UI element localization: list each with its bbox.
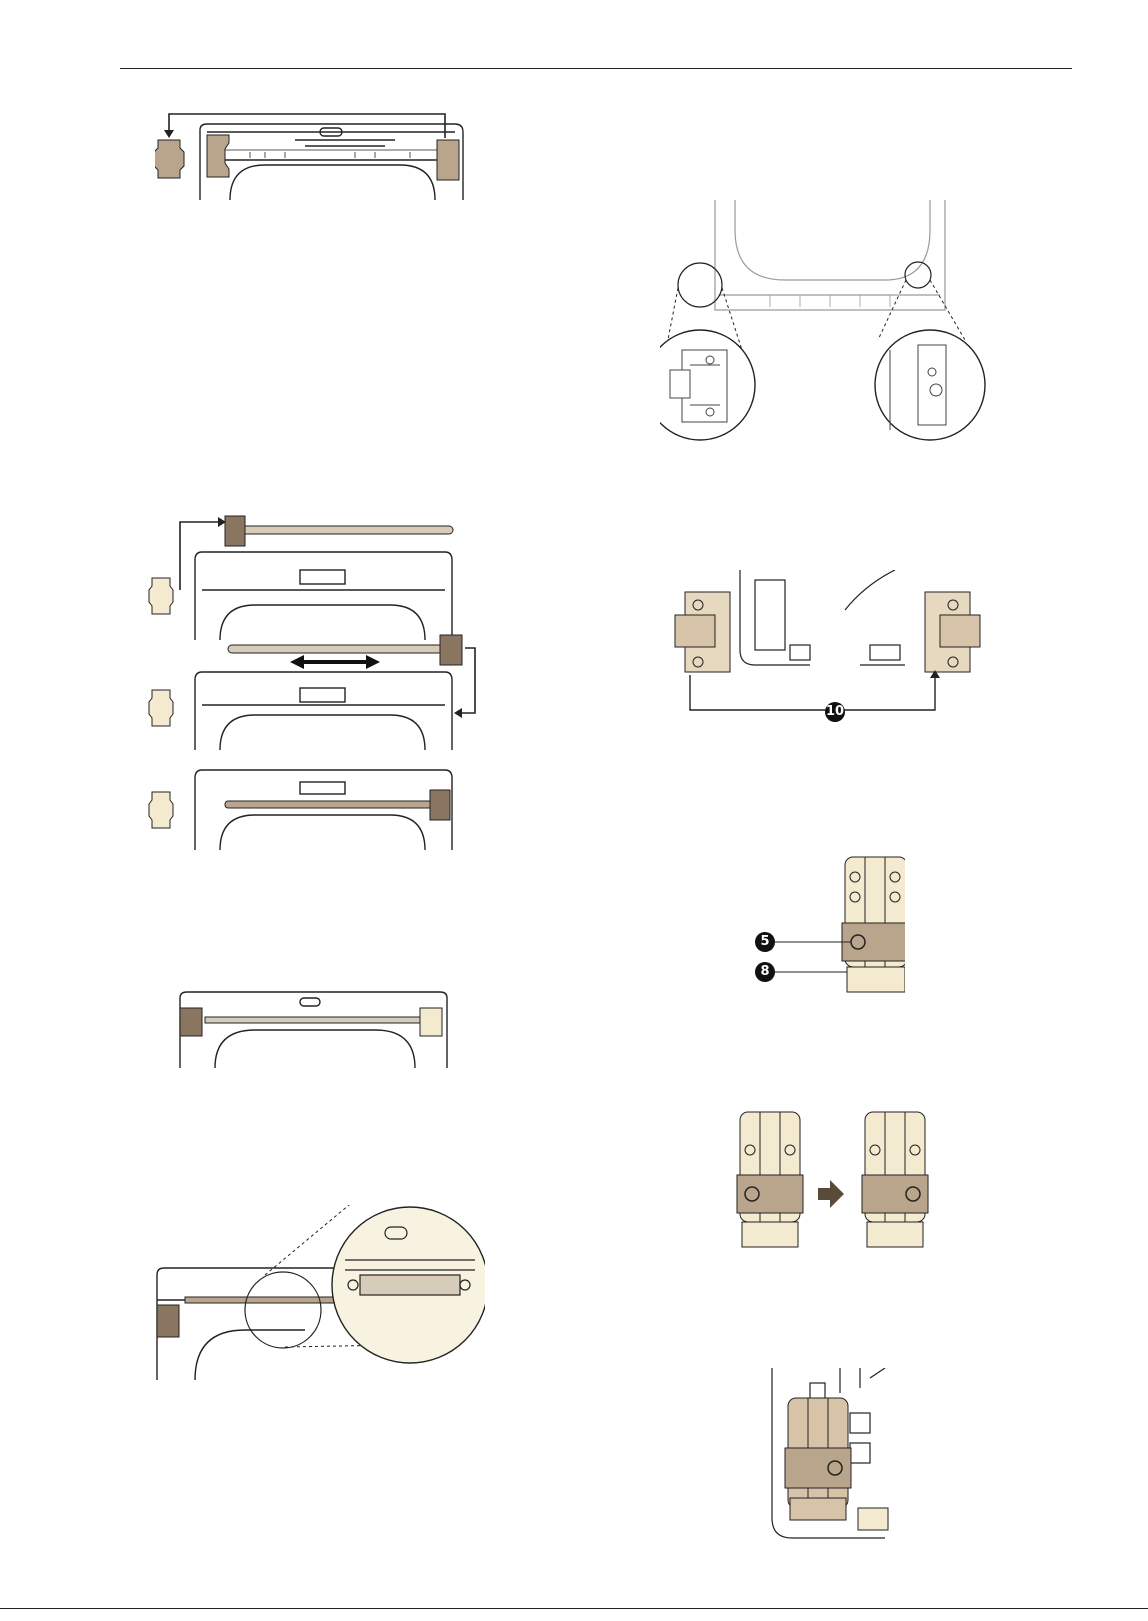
figure-bracket-swap (670, 570, 1000, 750)
callout-10: 10 (825, 702, 845, 722)
figure-bracket-mounted (175, 990, 455, 1070)
callout-5: 5 (755, 932, 775, 952)
figure-bottom-view-zoom (660, 200, 1020, 450)
callout-8: 8 (755, 962, 775, 982)
figure-hinge-installed (770, 1368, 890, 1543)
figure-hinge-parts (755, 855, 905, 1000)
figure-move-bracket-left (155, 110, 475, 205)
footer-rule (0, 1608, 1148, 1609)
figure-clip-zoom (155, 1205, 485, 1385)
figure-rod-install-steps (140, 510, 480, 865)
arrow-right-icon (818, 1180, 844, 1208)
figure-hinge-screw-move (730, 1110, 950, 1260)
header-rule (120, 68, 1072, 69)
